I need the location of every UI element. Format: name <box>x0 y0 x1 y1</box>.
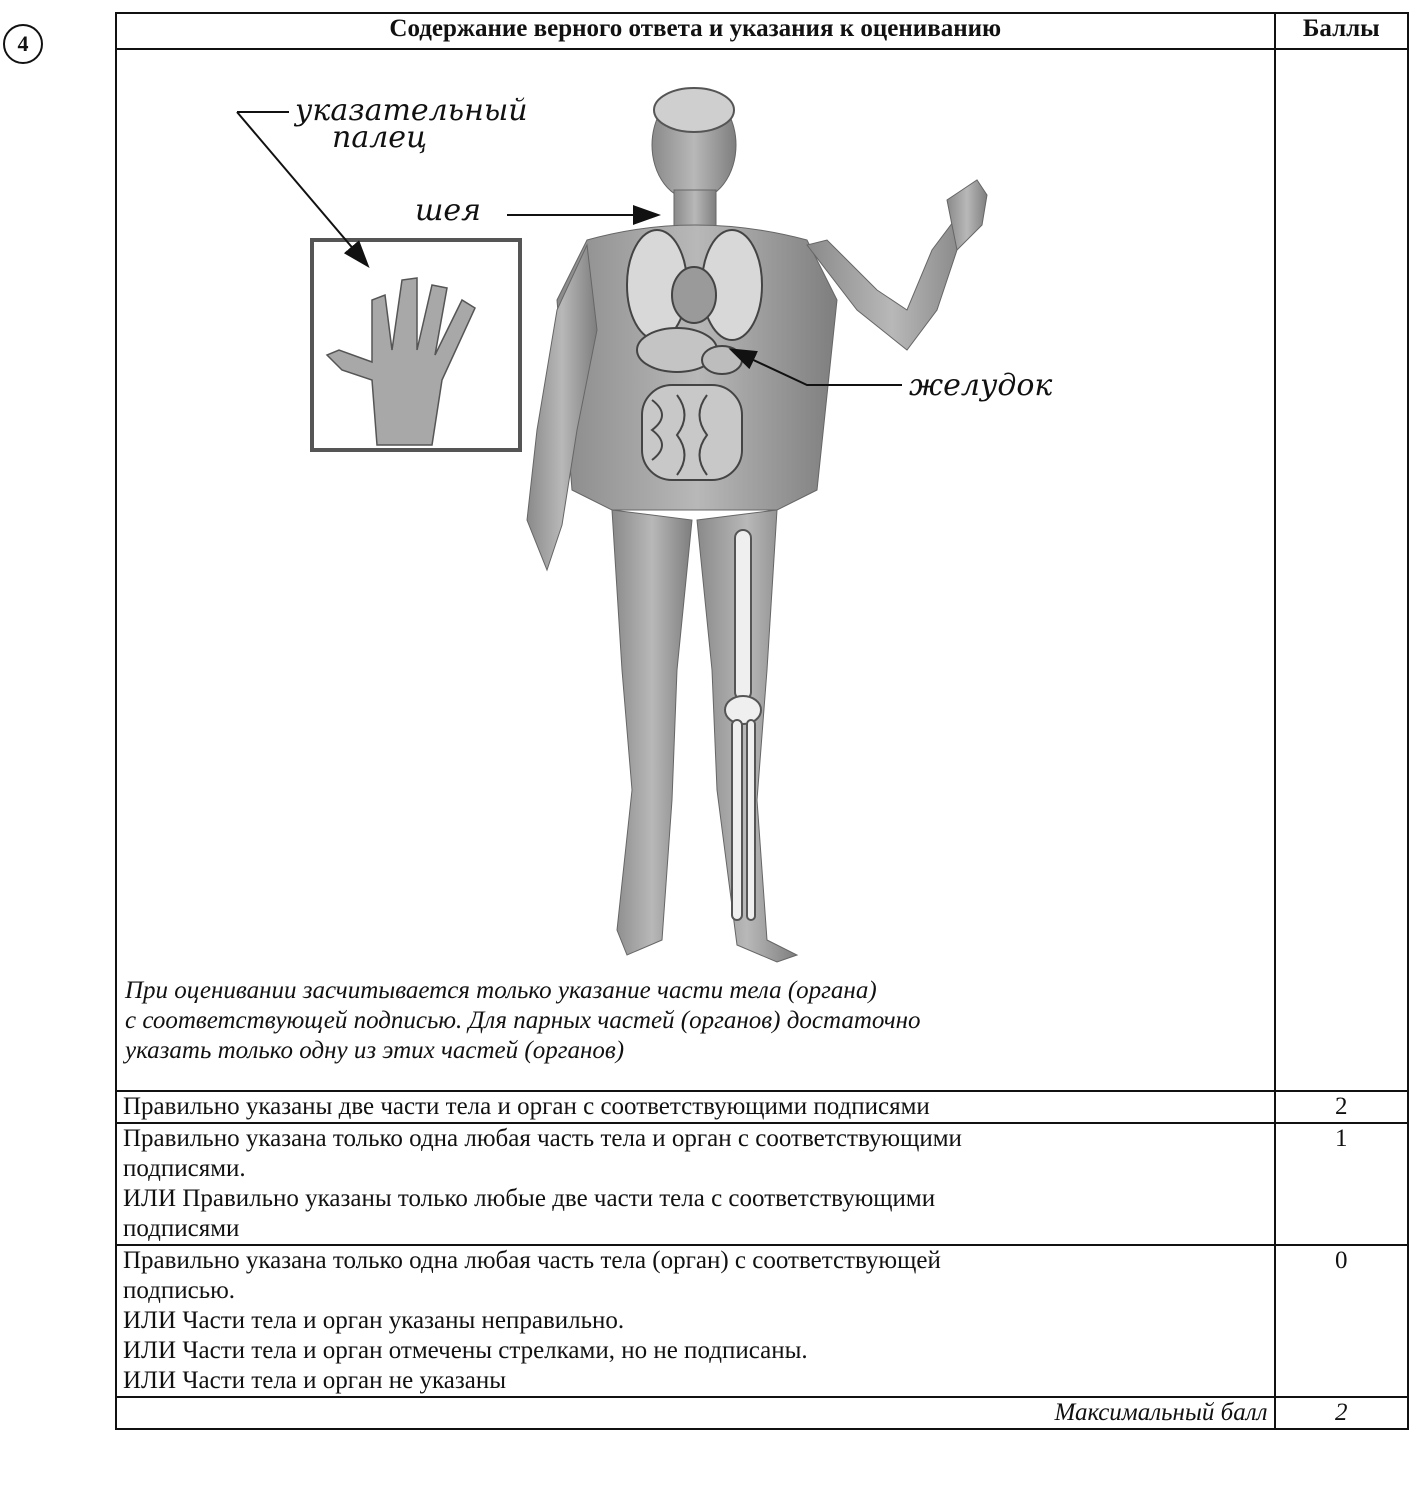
criterion-score: 2 <box>1275 1091 1408 1123</box>
criterion-line: Правильно указана только одна любая част… <box>123 1246 1268 1276</box>
criterion-text: Правильно указаны две части тела и орган… <box>116 1091 1275 1123</box>
human-body <box>527 90 987 962</box>
criterion-line: ИЛИ Правильно указаны только любые две ч… <box>123 1184 1268 1214</box>
criterion-row: Правильно указана только одна любая част… <box>116 1123 1408 1245</box>
criterion-row: Правильно указаны две части тела и орган… <box>116 1091 1408 1123</box>
criterion-line: Правильно указана только одна любая част… <box>123 1124 1268 1154</box>
label-neck: шея <box>415 193 481 228</box>
note-line-1: При оценивании засчитывается только указ… <box>125 976 1249 1006</box>
criterion-line: Правильно указаны две части тела и орган… <box>123 1092 1268 1122</box>
criterion-row: Правильно указана только одна любая част… <box>116 1245 1408 1397</box>
max-score-value: 2 <box>1275 1397 1408 1429</box>
label-index-finger-2: палец <box>332 120 427 155</box>
task-number: 4 <box>18 31 29 57</box>
criterion-score: 0 <box>1275 1245 1408 1397</box>
header-content: Содержание верного ответа и указания к о… <box>116 13 1275 49</box>
criterion-line: ИЛИ Части тела и орган не указаны <box>123 1366 1268 1396</box>
criterion-line: подписью. <box>123 1276 1268 1306</box>
criterion-score: 1 <box>1275 1123 1408 1245</box>
criterion-line: ИЛИ Части тела и орган указаны неправиль… <box>123 1306 1268 1336</box>
task-number-badge: 4 <box>3 24 43 64</box>
header-row: Содержание верного ответа и указания к о… <box>116 13 1408 49</box>
criterion-text: Правильно указана только одна любая част… <box>116 1123 1275 1245</box>
figure-score-cell <box>1275 49 1408 1091</box>
criterion-text: Правильно указана только одна любая част… <box>116 1245 1275 1397</box>
figure-row: указательный палец шея желудок При оцени… <box>116 49 1408 1091</box>
note-line-2: с соответствующей подписью. Для парных ч… <box>125 1006 1249 1036</box>
max-score-label: Максимальный балл <box>116 1397 1275 1429</box>
criteria-table: Содержание верного ответа и указания к о… <box>115 12 1409 1430</box>
criterion-line: подписями <box>123 1214 1268 1244</box>
label-stomach: желудок <box>909 368 1052 403</box>
header-score: Баллы <box>1275 13 1408 49</box>
max-score-row: Максимальный балл 2 <box>116 1397 1408 1429</box>
brain <box>654 88 734 132</box>
anatomy-figure: указательный палец шея желудок <box>117 50 1267 980</box>
note-line-3: указать только одну из этих частей (орга… <box>125 1036 1249 1066</box>
criterion-line: ИЛИ Части тела и орган отмечены стрелкам… <box>123 1336 1268 1366</box>
criterion-line: подписями. <box>123 1154 1268 1184</box>
grading-note: При оценивании засчитывается только указ… <box>125 976 1249 1066</box>
figure-cell: указательный палец шея желудок При оцени… <box>116 49 1275 1091</box>
